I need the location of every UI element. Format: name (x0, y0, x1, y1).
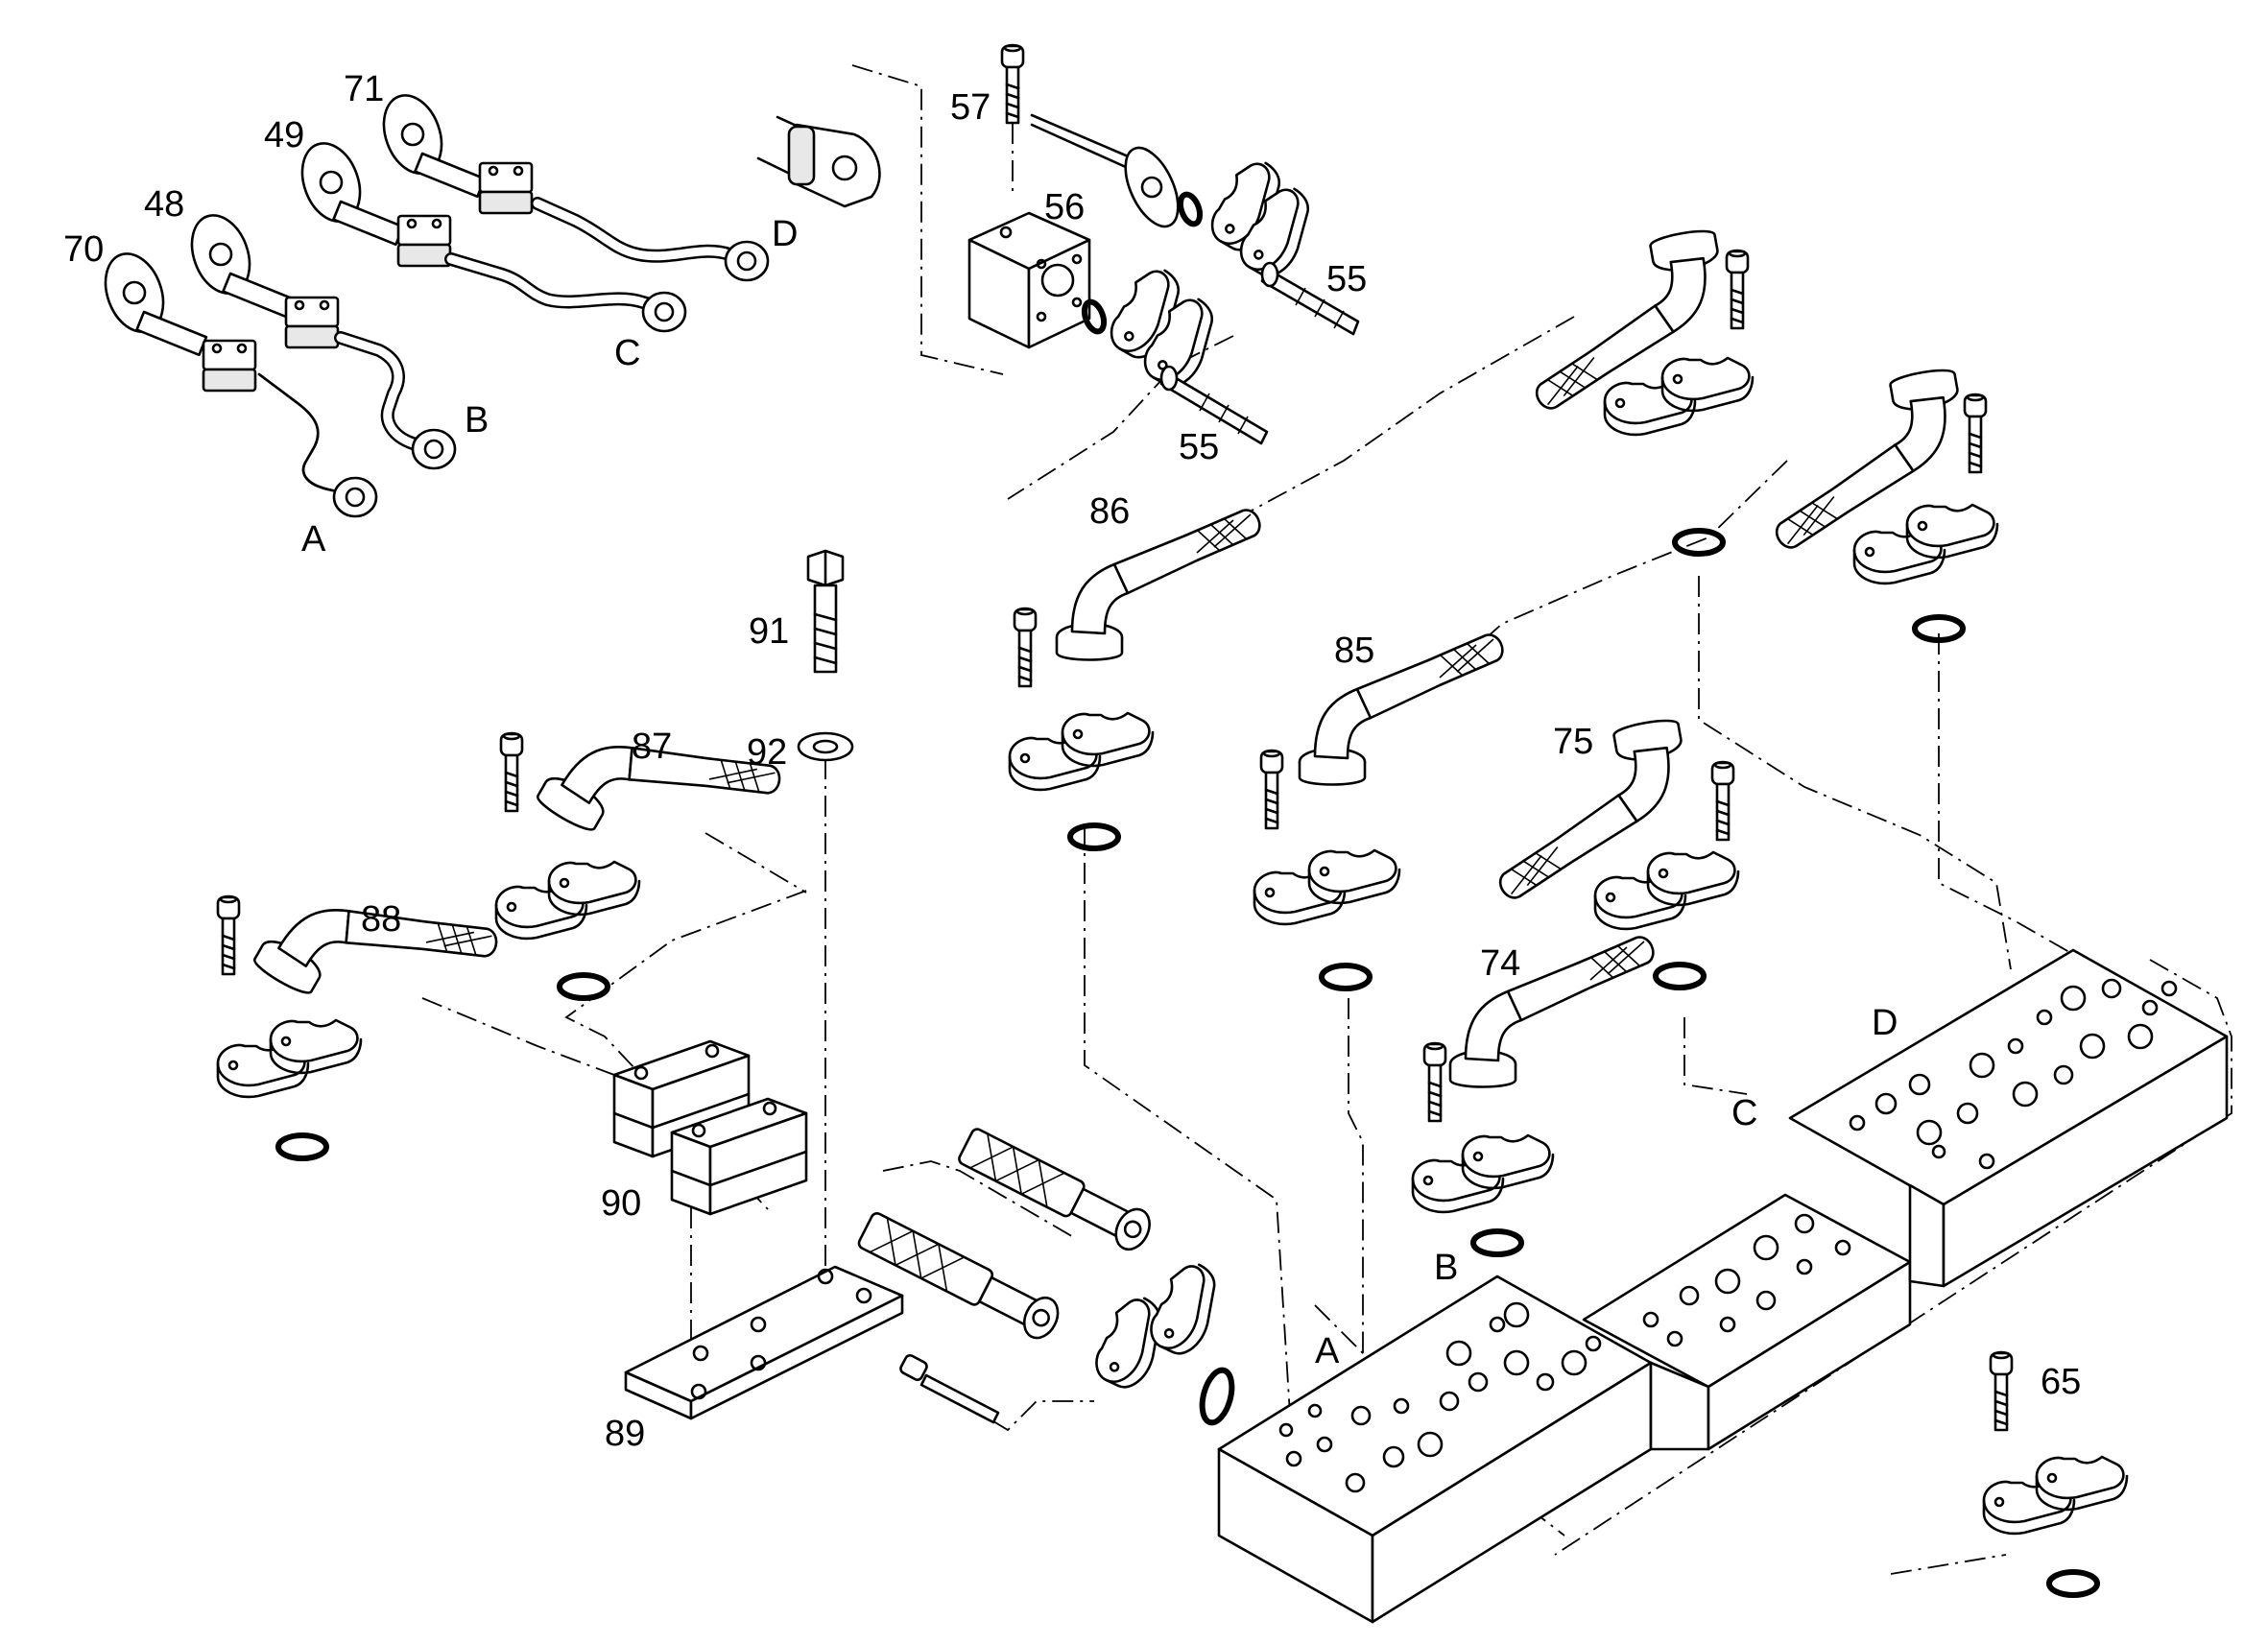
flanged-tube-assemblies (104, 94, 770, 518)
callout-92: 92 (747, 732, 787, 773)
callout-65: 65 (2041, 1362, 2081, 1402)
tube-clamp (396, 214, 452, 268)
bolt-91 (806, 549, 845, 674)
hose-elbow-86 (1008, 509, 1261, 851)
callout-70: 70 (63, 229, 104, 270)
mounting-plate-89 (624, 1265, 904, 1420)
valve-manifold-block-c-d (1788, 948, 2229, 1288)
callout-48: 48 (144, 184, 184, 225)
tube-clamp-block-90 (612, 1039, 808, 1216)
port-label-tube-b: B (465, 400, 489, 441)
flange-70 (104, 252, 208, 357)
hose-fitting-upper-right-1 (1512, 226, 1755, 557)
tube-a (257, 372, 347, 495)
callout-74: 74 (1480, 943, 1520, 984)
callout-85: 85 (1334, 631, 1374, 671)
pipe-sections (857, 1128, 1235, 1426)
flange-71 (382, 94, 487, 199)
flange-48 (190, 214, 295, 319)
callout-88: 88 (361, 899, 401, 940)
tube-clamp (478, 161, 534, 215)
screw-57 (1000, 43, 1025, 192)
callout-90: 90 (601, 1183, 641, 1224)
callout-55-upper: 55 (1326, 259, 1367, 299)
screw-65-assembly (1982, 1350, 2129, 1598)
callout-86: 86 (1089, 491, 1130, 532)
callout-49: 49 (264, 115, 304, 155)
long-screw (899, 1353, 1000, 1424)
hose-elbow-75 (1475, 716, 1740, 990)
callout-87: 87 (632, 727, 672, 767)
flange-split-pair (1087, 1255, 1231, 1396)
hose-elbow-74 (1411, 936, 1655, 1257)
valve-manifold-block-a-b (1217, 1275, 1653, 1624)
hose-end-fitting (756, 115, 881, 208)
port-label-tube-d: D (772, 214, 798, 254)
port-label-block-a: A (1315, 1331, 1340, 1371)
port-label-tube-c: C (614, 333, 640, 373)
tube-clamp (284, 296, 340, 349)
fitting-upper-55 (1030, 113, 1360, 336)
port-labels: A B C D A B C D (301, 214, 1898, 1371)
adapter-block-56 (967, 211, 1091, 349)
hose-elbow-85 (1253, 633, 1504, 991)
callout-91: 91 (749, 611, 789, 652)
callout-numbers: 70 48 49 71 57 56 55 55 86 85 75 74 91 9… (63, 69, 2081, 1454)
tube-clamp (202, 339, 257, 393)
port-label-tube-a: A (301, 519, 326, 560)
hose-elbow-88 (216, 834, 504, 1161)
hose-elbow-87 (494, 671, 787, 1001)
port-label-block-c: C (1731, 1093, 1757, 1133)
port-label-block-b: B (1434, 1248, 1458, 1288)
callout-75: 75 (1553, 722, 1593, 762)
callout-71: 71 (344, 69, 384, 109)
callout-55-lower: 55 (1179, 427, 1219, 467)
callout-56: 56 (1044, 187, 1085, 227)
fitting-lower-55 (1081, 259, 1269, 445)
flange-49 (300, 142, 405, 247)
callout-57: 57 (950, 87, 991, 128)
callout-89: 89 (605, 1414, 645, 1454)
washer-92 (797, 731, 854, 762)
valve-manifold-block-middle (1582, 1193, 1912, 1451)
port-label-block-d: D (1872, 1003, 1898, 1043)
hose-fitting-upper-right-2 (1752, 366, 1999, 643)
